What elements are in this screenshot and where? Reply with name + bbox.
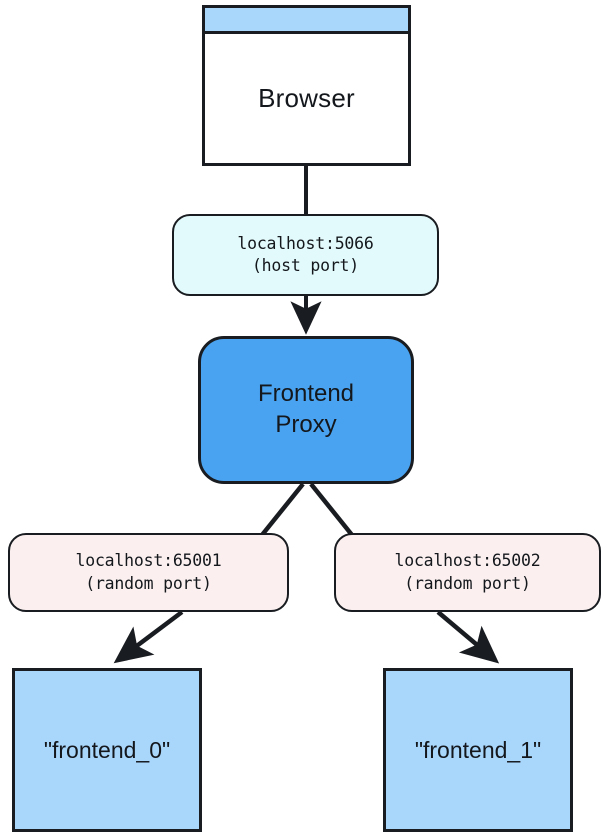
node-frontend-proxy[interactable]: Frontend Proxy — [198, 336, 414, 484]
edge-random-port-right-to-service-right — [436, 610, 500, 664]
random-port-65001-caption: (random port) — [85, 573, 212, 593]
frontend-proxy-label-line1: Frontend — [257, 380, 355, 408]
random-port-65001-address: localhost:65001 — [75, 551, 222, 571]
random-port-65002-address: localhost:65002 — [394, 551, 541, 571]
edge-proxy-to-random-port-right — [309, 482, 354, 537]
edge-proxy-to-random-port-left — [260, 482, 305, 537]
node-random-port-65002[interactable]: localhost:65002 (random port) — [334, 533, 601, 612]
browser-titlebar — [205, 8, 408, 34]
browser-label: Browser — [258, 83, 355, 114]
node-frontend-0[interactable]: "frontend_0" — [12, 668, 202, 832]
node-host-port[interactable]: localhost:5066 (host port) — [172, 214, 439, 296]
frontend-1-label: "frontend_1" — [414, 736, 542, 763]
host-port-address: localhost:5066 — [237, 233, 374, 253]
node-browser[interactable]: Browser — [202, 5, 411, 166]
random-port-65002-caption: (random port) — [404, 573, 531, 593]
host-port-caption: (host port) — [251, 256, 360, 275]
node-random-port-65001[interactable]: localhost:65001 (random port) — [8, 533, 289, 612]
frontend-0-label: "frontend_0" — [43, 736, 171, 763]
node-frontend-1[interactable]: "frontend_1" — [383, 668, 573, 832]
frontend-proxy-label-line2: Proxy — [275, 411, 337, 438]
edge-random-port-left-to-service-left — [113, 610, 184, 664]
browser-body: Browser — [205, 34, 408, 163]
